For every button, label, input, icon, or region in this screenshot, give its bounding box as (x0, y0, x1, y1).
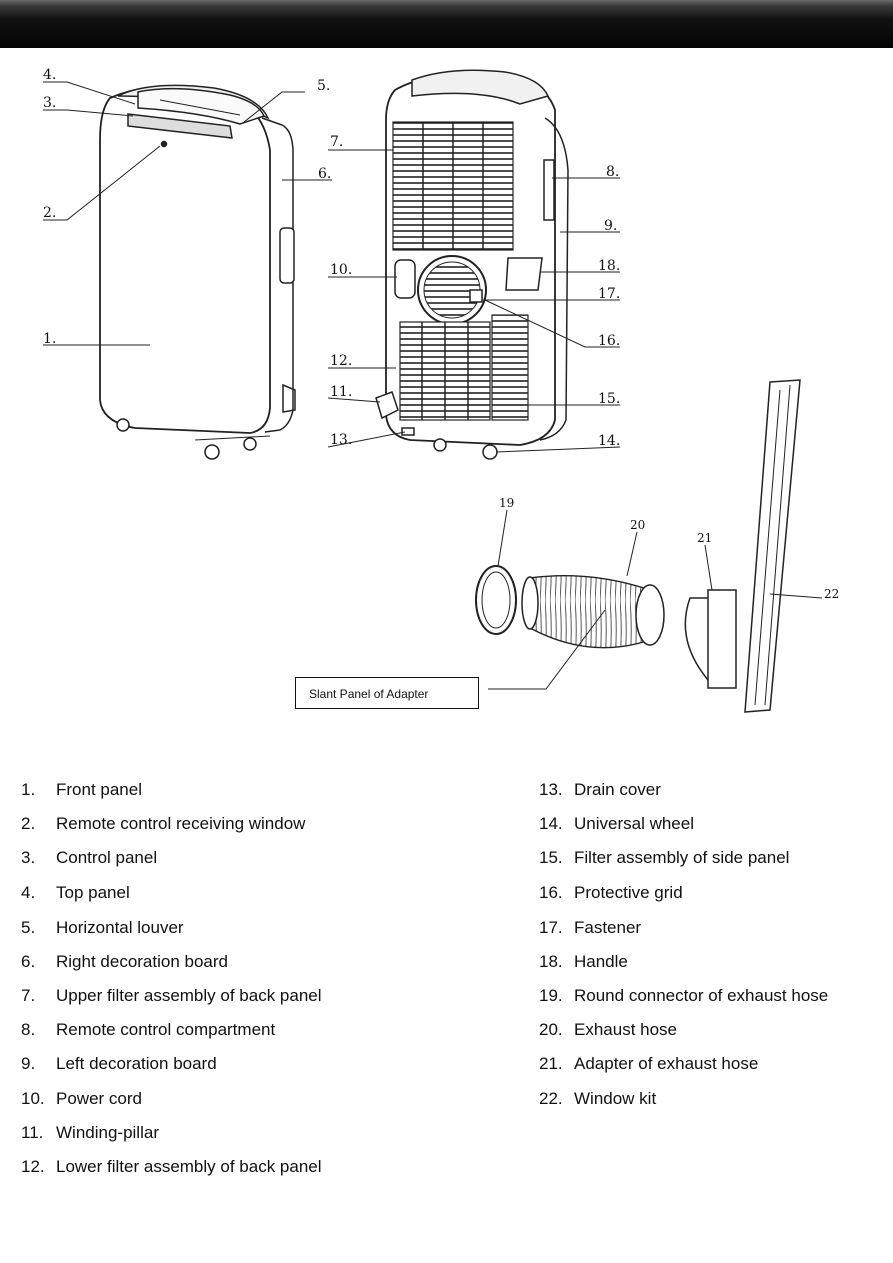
callout-21: 21 (697, 531, 712, 545)
part-name: Window kit (574, 1089, 657, 1108)
part-name: Right decoration board (56, 952, 229, 971)
callout-15: 15. (598, 391, 620, 407)
part-number: 3. (21, 848, 36, 867)
part-name: Drain cover (574, 780, 661, 799)
part-number: 22. (539, 1089, 563, 1108)
remote-receiver-window (160, 140, 168, 148)
part-number: 14. (539, 814, 563, 833)
part-number: 7. (21, 986, 36, 1005)
part-number: 16. (539, 883, 563, 902)
part-number: 15. (539, 848, 563, 867)
callout-18: 18. (598, 258, 620, 274)
part-number: 11. (21, 1123, 44, 1142)
part-number: 8. (21, 1020, 36, 1039)
part-name: Lower filter assembly of back panel (56, 1157, 322, 1176)
callout-16: 16. (598, 333, 620, 349)
part-number: 10. (21, 1089, 45, 1108)
callout-9: 9. (604, 218, 617, 234)
callout-8: 8. (606, 164, 619, 180)
slant-panel-note: Slant Panel of Adapter (295, 677, 479, 709)
callout-19: 19 (499, 496, 514, 510)
part-number: 9. (21, 1054, 36, 1073)
part-number: 12. (21, 1157, 45, 1176)
part-name: Winding-pillar (56, 1123, 159, 1142)
callout-14: 14. (598, 433, 620, 449)
callout-17: 17. (598, 286, 620, 302)
callout-7: 7. (330, 134, 343, 150)
horizontal-louver (137, 87, 266, 125)
part-number: 13. (539, 780, 563, 799)
part-name: Upper filter assembly of back panel (56, 986, 322, 1005)
power-cord (394, 259, 416, 299)
part-number: 2. (21, 814, 36, 833)
callout-1: 1. (43, 331, 56, 347)
callout-12: 12. (330, 353, 352, 369)
part-name: Round connector of exhaust hose (574, 986, 829, 1005)
callout-5: 5. (317, 78, 330, 94)
part-name: Horizontal louver (56, 918, 184, 937)
round-connector (475, 565, 517, 635)
side-filter (491, 314, 529, 421)
hose-kit (475, 379, 801, 713)
callout-13: 13. (330, 432, 352, 448)
part-name: Top panel (56, 883, 130, 902)
part-name: Universal wheel (574, 814, 694, 833)
exhaust-hose (529, 575, 651, 649)
part-number: 17. (539, 918, 563, 937)
handle (505, 257, 543, 291)
exploded-diagram: 4. 3. 5. 2. 1. 6. 7. 8. 9. 10. 18. 17. 1… (43, 67, 839, 713)
back-unit (375, 69, 569, 460)
part-number: 4. (21, 883, 36, 902)
callout-20: 20 (630, 518, 645, 532)
front-panel (99, 85, 271, 434)
leader-lines (43, 81, 823, 690)
callout-6: 6. (318, 166, 331, 182)
part-number: 21. (539, 1054, 563, 1073)
control-panel (127, 113, 233, 139)
part-number: 6. (21, 952, 36, 971)
front-unit (99, 84, 296, 460)
callout-22: 22 (824, 587, 839, 601)
part-name: Left decoration board (56, 1054, 217, 1073)
part-name: Protective grid (574, 883, 683, 902)
callout-10: 10. (330, 262, 352, 278)
part-name: Filter assembly of side panel (574, 848, 790, 867)
part-name: Exhaust hose (574, 1020, 678, 1039)
part-number: 20. (539, 1020, 563, 1039)
drain-cover (401, 427, 415, 436)
window-kit (744, 379, 801, 713)
callout-2: 2. (43, 205, 56, 221)
part-name: Front panel (56, 780, 142, 799)
part-number: 19. (539, 986, 563, 1005)
part-name: Remote control compartment (56, 1020, 276, 1039)
part-name: Adapter of exhaust hose (574, 1054, 759, 1073)
part-number: 5. (21, 918, 36, 937)
callout-3: 3. (43, 95, 56, 111)
part-number: 18. (539, 952, 563, 971)
part-name: Control panel (56, 848, 158, 867)
winding-pillar (375, 391, 399, 420)
part-name: Fastener (574, 918, 642, 937)
callout-4: 4. (43, 67, 56, 83)
part-number: 1. (21, 780, 36, 799)
part-name: Remote control receiving window (56, 814, 306, 833)
part-name: Power cord (56, 1089, 142, 1108)
header-bar (0, 0, 893, 48)
part-name: Handle (574, 952, 628, 971)
remote-compartment (543, 159, 555, 221)
callout-11: 11. (330, 384, 352, 400)
